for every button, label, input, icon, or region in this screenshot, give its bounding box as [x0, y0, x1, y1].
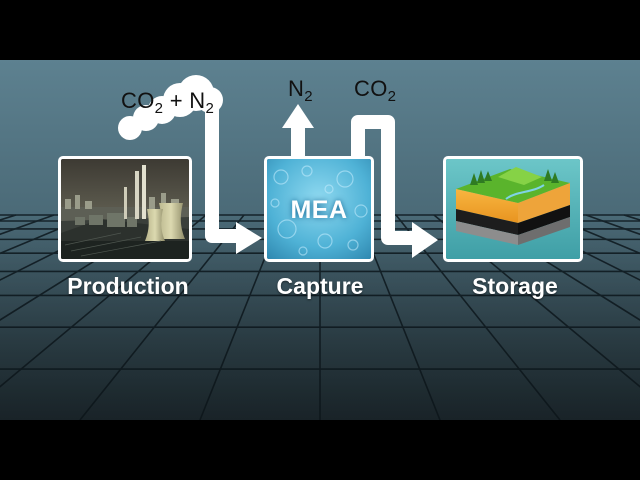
geological-storage-illustration — [446, 159, 580, 259]
input-flow-arrow — [205, 106, 262, 254]
production-tile — [58, 156, 192, 262]
power-plant-illustration — [61, 159, 189, 259]
smoke-puffs — [118, 75, 223, 140]
stage-label-capture: Capture — [276, 273, 364, 299]
capture-tile — [264, 156, 374, 262]
mea-solvent-illustration — [267, 159, 371, 259]
vent-gas-formula: N2 — [288, 76, 313, 105]
capture-solvent-label: MEA — [290, 196, 348, 224]
letterbox-bottom — [0, 420, 640, 480]
letterbox-top — [0, 0, 640, 60]
output-flow-arrow — [351, 115, 438, 258]
stage-label-production: Production — [67, 273, 189, 299]
input-gas-formula: CO2 + N2 — [121, 88, 215, 117]
storage-tile — [443, 156, 583, 262]
vent-flow-arrow — [282, 104, 314, 156]
output-gas-formula: CO2 — [354, 76, 397, 105]
stage-label-storage: Storage — [472, 273, 558, 299]
